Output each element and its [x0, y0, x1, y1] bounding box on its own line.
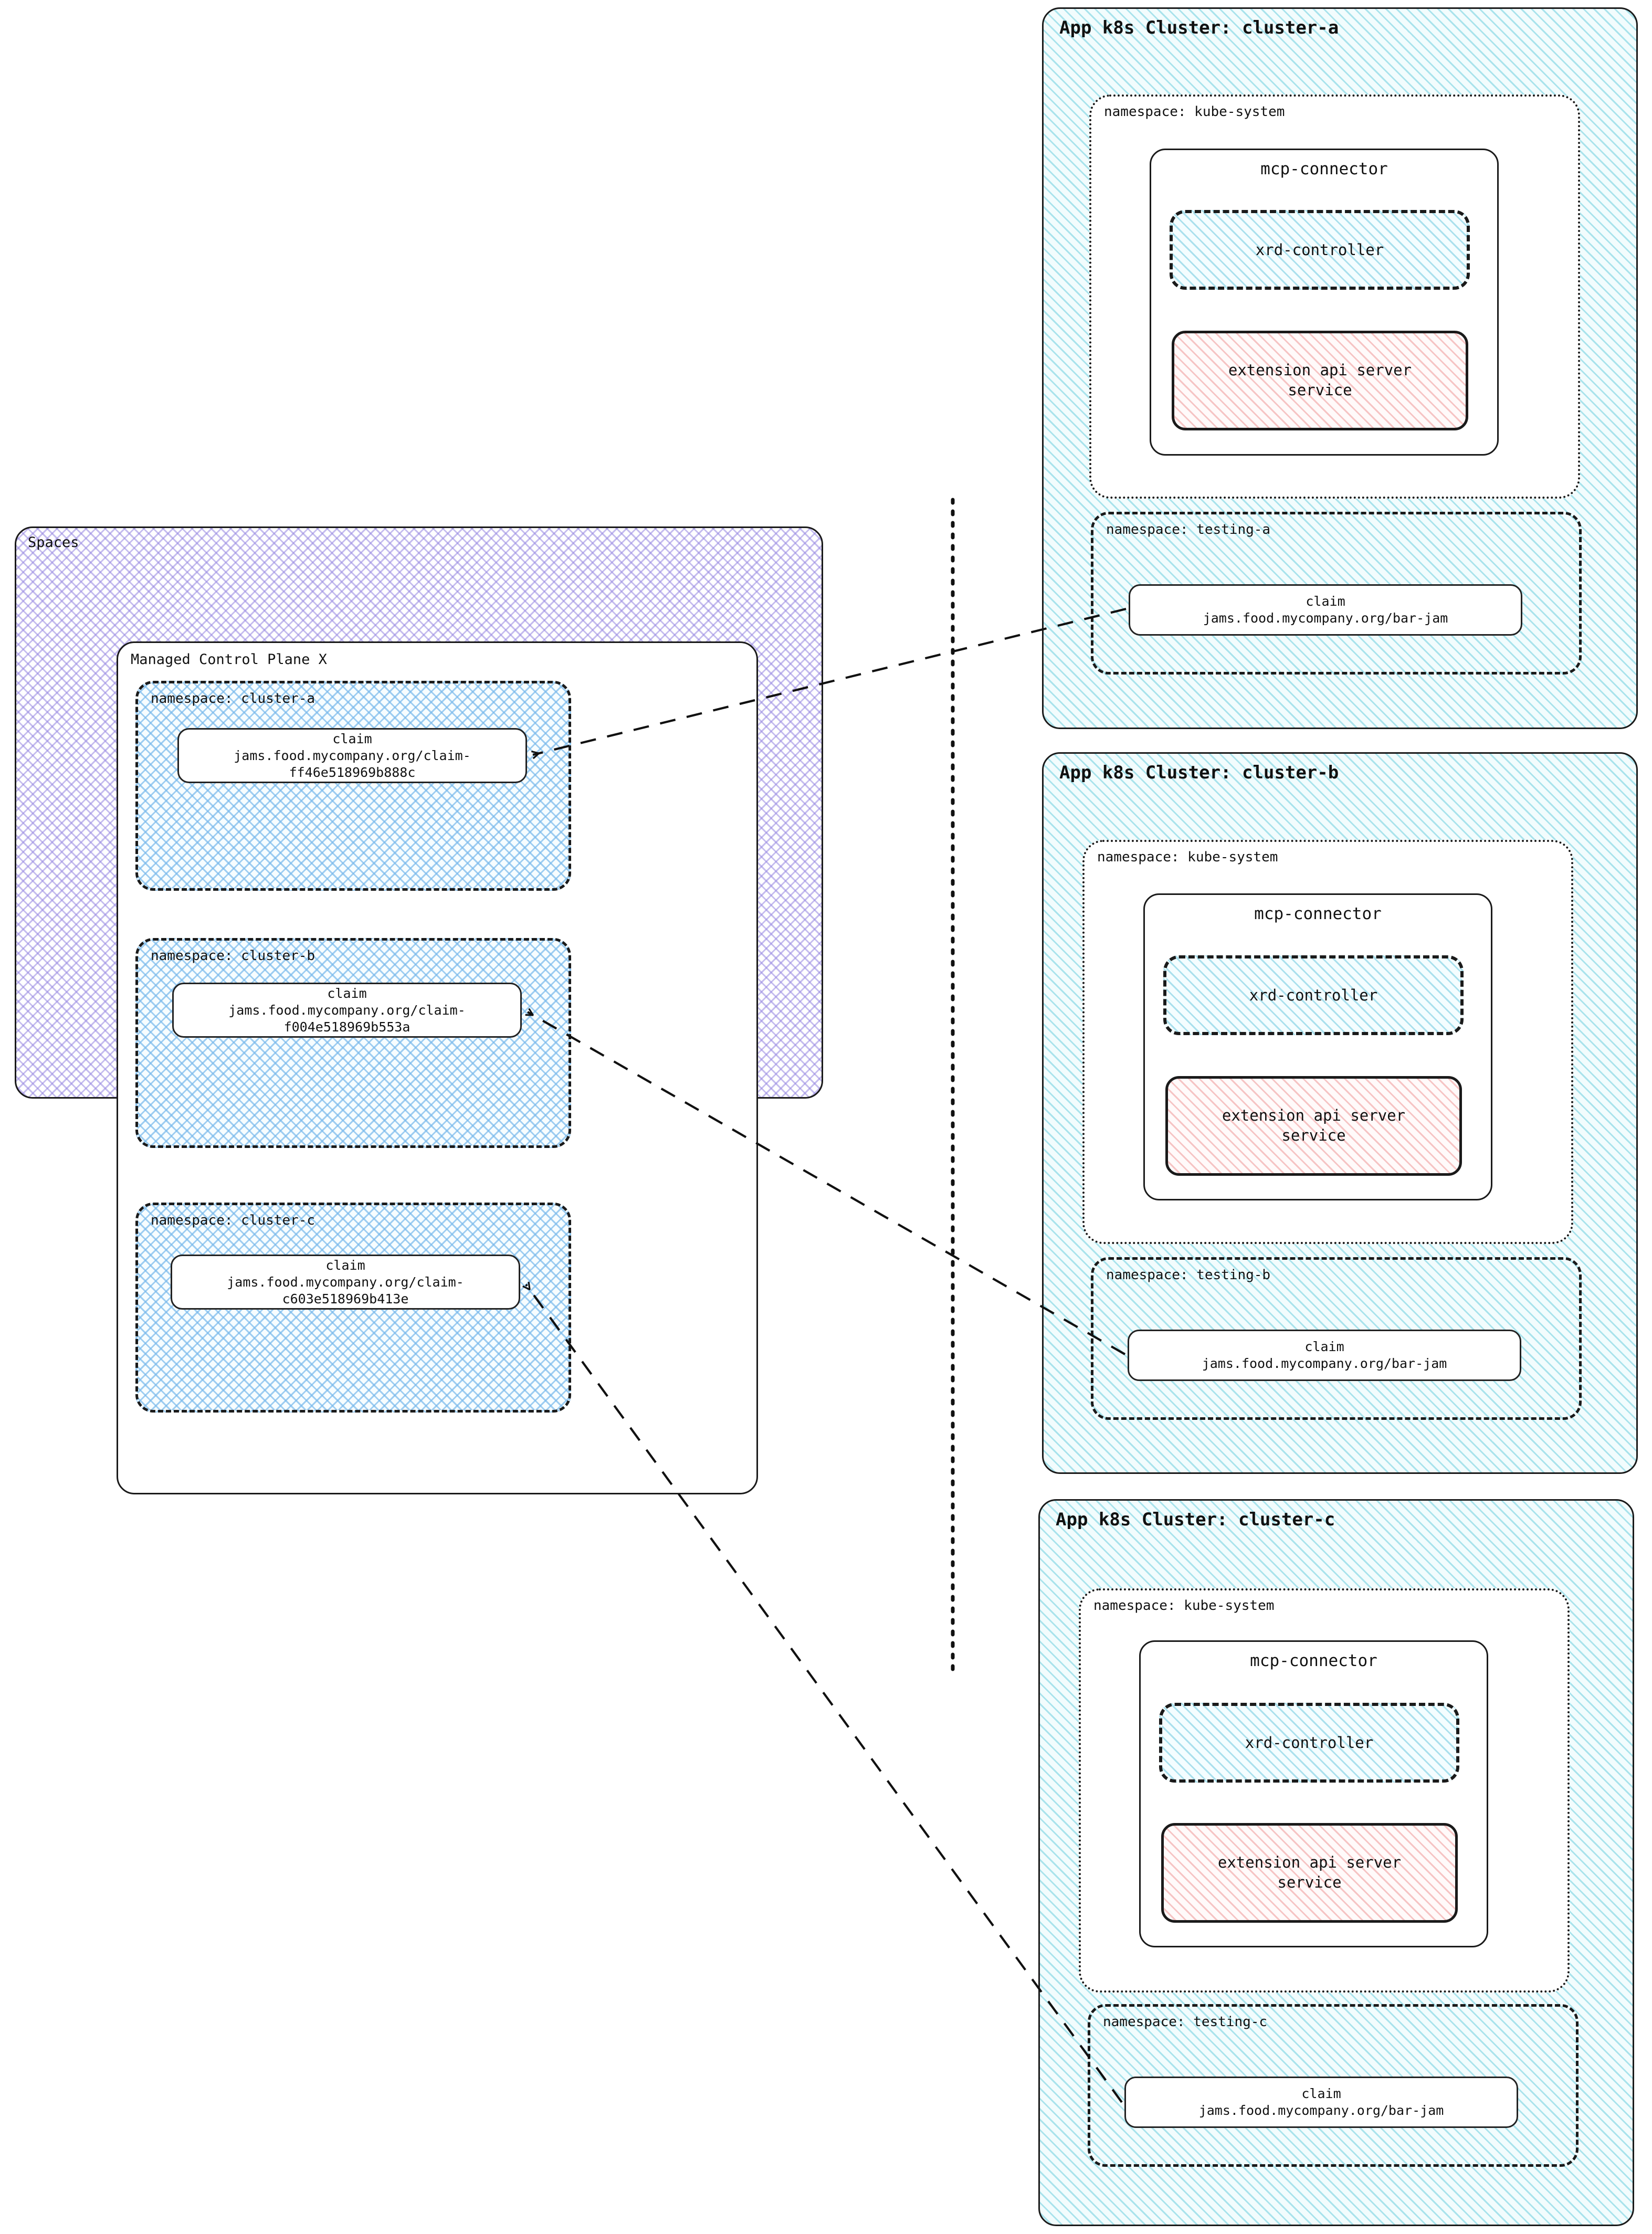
claim-ref-line1: jams.food.mycompany.org/claim-	[228, 1002, 466, 1018]
cluster-a-testing-label: namespace: testing-a	[1106, 522, 1271, 538]
cluster-b-mcp-connector-title: mcp-connector	[1254, 904, 1382, 923]
claim-kind: claim	[1306, 594, 1345, 609]
cluster-a-extension-api-server: extension api server service	[1172, 331, 1468, 430]
mcp-namespace-cluster-b-label: namespace: cluster-b	[151, 948, 315, 964]
claim-kind: claim	[1304, 1339, 1344, 1354]
mcp-claim-cluster-b[interactable]: claim jams.food.mycompany.org/claim- f00…	[172, 983, 522, 1038]
claim-ref-line2: c603e518969b413e	[282, 1291, 409, 1306]
claim-ref: jams.food.mycompany.org/bar-jam	[1202, 1356, 1447, 1371]
cluster-b-extension-api-server-label: extension api server service	[1222, 1107, 1406, 1144]
claim-kind: claim	[332, 731, 372, 746]
claim-kind: claim	[325, 1257, 365, 1273]
cluster-a-kube-system-label: namespace: kube-system	[1104, 104, 1285, 120]
cluster-c-xrd-controller-label: xrd-controller	[1245, 1734, 1374, 1752]
mcp-namespace-cluster-a-label: namespace: cluster-a	[151, 691, 315, 707]
app-cluster-a-label: App k8s Cluster: cluster-a	[1059, 17, 1339, 38]
cluster-b-xrd-controller: xrd-controller	[1163, 955, 1464, 1035]
claim-ref: jams.food.mycompany.org/bar-jam	[1198, 2103, 1444, 2118]
cluster-a-claim-bar-jam[interactable]: claim jams.food.mycompany.org/bar-jam	[1129, 584, 1522, 636]
cluster-c-kube-system-label: namespace: kube-system	[1093, 1598, 1275, 1614]
cluster-a-mcp-connector-title: mcp-connector	[1260, 160, 1388, 178]
cluster-c-xrd-controller: xrd-controller	[1159, 1703, 1459, 1783]
claim-ref-line2: ff46e518969b888c	[289, 764, 416, 780]
cluster-c-extension-api-server-label: extension api server service	[1217, 1853, 1402, 1891]
cluster-a-xrd-controller-label: xrd-controller	[1255, 241, 1384, 259]
spaces-label: Spaces	[28, 534, 79, 551]
claim-ref-line1: jams.food.mycompany.org/claim-	[234, 747, 471, 763]
cluster-b-kube-system-label: namespace: kube-system	[1097, 849, 1278, 865]
cluster-b-extension-api-server: extension api server service	[1165, 1076, 1462, 1176]
app-cluster-b-label: App k8s Cluster: cluster-b	[1059, 762, 1339, 783]
app-cluster-c-label: App k8s Cluster: cluster-c	[1056, 1509, 1335, 1530]
cluster-b-xrd-controller-label: xrd-controller	[1249, 986, 1378, 1004]
claim-ref: jams.food.mycompany.org/bar-jam	[1203, 610, 1448, 626]
cluster-b-claim-bar-jam[interactable]: claim jams.food.mycompany.org/bar-jam	[1128, 1330, 1521, 1381]
cluster-c-mcp-connector-title: mcp-connector	[1250, 1651, 1377, 1670]
mcp-claim-cluster-c[interactable]: claim jams.food.mycompany.org/claim- c60…	[171, 1255, 520, 1310]
managed-control-plane-label: Managed Control Plane X	[131, 651, 327, 668]
mcp-namespace-cluster-c-label: namespace: cluster-c	[151, 1213, 315, 1228]
claim-kind: claim	[1301, 2086, 1341, 2101]
cluster-c-extension-api-server: extension api server service	[1161, 1823, 1458, 1923]
cluster-c-testing-label: namespace: testing-c	[1103, 2014, 1268, 2030]
claim-kind: claim	[327, 985, 367, 1001]
cluster-c-claim-bar-jam[interactable]: claim jams.food.mycompany.org/bar-jam	[1124, 2077, 1518, 2128]
cluster-a-extension-api-server-label: extension api server service	[1228, 361, 1412, 399]
mcp-namespace-cluster-b: namespace: cluster-b	[135, 938, 571, 1148]
cluster-a-namespace-testing-a: namespace: testing-a	[1091, 512, 1582, 675]
cluster-b-testing-label: namespace: testing-b	[1106, 1267, 1271, 1283]
cluster-a-xrd-controller: xrd-controller	[1170, 210, 1470, 290]
claim-ref-line2: f004e518969b553a	[283, 1019, 411, 1035]
mcp-namespace-cluster-a: namespace: cluster-a	[135, 681, 571, 891]
claim-ref-line1: jams.food.mycompany.org/claim-	[227, 1274, 464, 1290]
mcp-claim-cluster-a[interactable]: claim jams.food.mycompany.org/claim- ff4…	[177, 728, 527, 783]
